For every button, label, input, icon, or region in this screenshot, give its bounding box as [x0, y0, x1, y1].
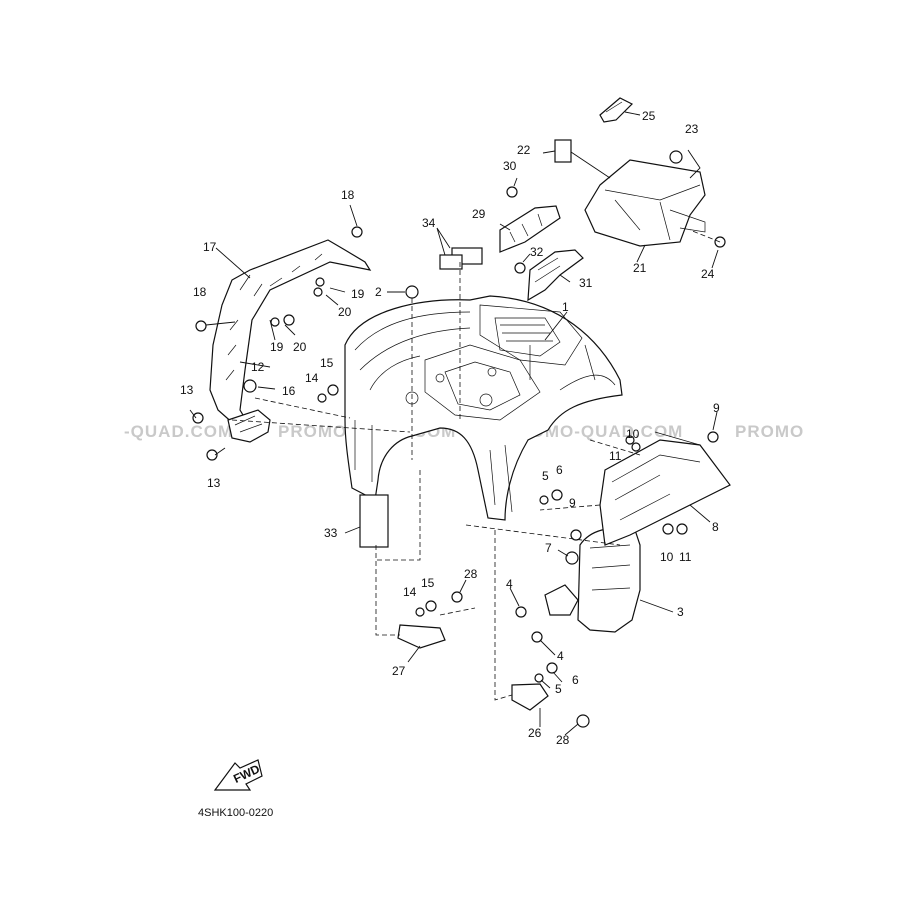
watermark-text: -QUAD.COM — [124, 422, 233, 441]
callout-label: 14 — [403, 585, 417, 599]
callout-label: 4 — [506, 577, 513, 591]
callout-label: 11 — [609, 449, 622, 463]
callout-label: 22 — [517, 143, 531, 157]
mud-flap-part-17 — [209, 239, 372, 426]
callout-label: 6 — [572, 673, 579, 687]
callout-label: 13 — [207, 476, 221, 490]
rear-fender-part-1 — [344, 295, 623, 521]
callout-label: 7 — [545, 541, 552, 555]
callout-label: 32 — [530, 245, 544, 259]
assembly-lines — [231, 229, 721, 701]
bracket-part-12 — [227, 409, 271, 443]
clip-part-31 — [527, 249, 584, 302]
mud-flap-part-8 — [599, 431, 731, 546]
callout-label: 15 — [320, 356, 334, 370]
callout-label: 5 — [542, 469, 549, 483]
fwd-arrow-icon: FWD — [213, 759, 263, 791]
clip-part-25 — [599, 97, 634, 123]
callout-label: 4 — [557, 649, 564, 663]
callout-label: 8 — [712, 520, 719, 534]
label-part-22 — [554, 139, 572, 163]
watermark-text: PROMO — [735, 422, 804, 441]
callout-label: 33 — [324, 526, 338, 540]
callout-labels: 1 2 3 4 4 5 5 6 6 7 8 9 9 10 10 11 11 12… — [180, 109, 720, 747]
bracket-small — [544, 584, 579, 616]
callout-label: 2 — [375, 285, 382, 299]
callout-label: 1 — [562, 300, 569, 314]
callout-label: 18 — [341, 188, 355, 202]
callout-label: 15 — [421, 576, 435, 590]
callout-label: 10 — [660, 550, 674, 564]
callout-label: 11 — [679, 550, 692, 564]
callout-label: 19 — [351, 287, 365, 301]
callout-label: 28 — [464, 567, 478, 581]
callout-label: 31 — [579, 276, 593, 290]
callout-label: 5 — [555, 682, 562, 696]
callout-label: 24 — [701, 267, 715, 281]
callout-label: 16 — [282, 384, 296, 398]
callout-label: 25 — [642, 109, 656, 123]
callout-label: 3 — [677, 605, 684, 619]
callout-label: 21 — [633, 261, 647, 275]
callout-label: 14 — [305, 371, 319, 385]
leader-lines — [189, 111, 719, 736]
callout-label: 28 — [556, 733, 570, 747]
bracket-part-26 — [511, 683, 549, 711]
callout-label: 10 — [626, 427, 640, 441]
bracket-part-29 — [499, 205, 561, 253]
callout-label: 20 — [338, 305, 352, 319]
label-part-34 — [439, 247, 483, 270]
label-part-33 — [359, 494, 389, 548]
callout-label: 6 — [556, 463, 563, 477]
callout-label: 27 — [392, 664, 406, 678]
callout-label: 9 — [569, 496, 576, 510]
callout-label: 13 — [180, 383, 194, 397]
callout-label: 9 — [713, 401, 720, 415]
callout-label: 18 — [193, 285, 207, 299]
callout-label: 26 — [528, 726, 542, 740]
callout-label: 17 — [203, 240, 217, 254]
bracket-part-27 — [397, 624, 446, 649]
callout-label: 19 — [270, 340, 284, 354]
drawing-code: 4SHK100-0220 — [198, 807, 273, 819]
callout-label: 20 — [293, 340, 307, 354]
callout-label: 34 — [422, 216, 436, 230]
callout-label: 30 — [503, 159, 517, 173]
rear-cover-part-21 — [584, 159, 706, 247]
callout-label: 23 — [685, 122, 699, 136]
callout-label: 29 — [472, 207, 486, 221]
callout-label: 12 — [251, 360, 265, 374]
